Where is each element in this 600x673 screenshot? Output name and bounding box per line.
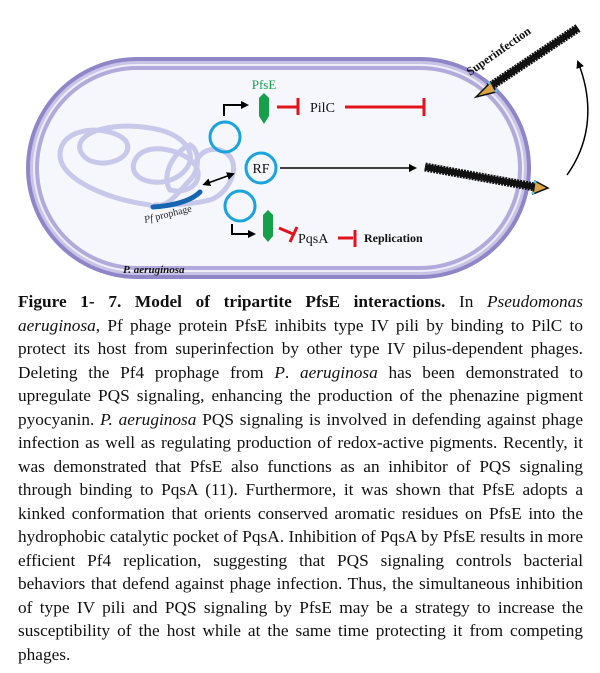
excision-integration-arrow: [202, 172, 235, 187]
pfse-protein-bottom: [263, 210, 273, 242]
replication-label: Replication: [364, 231, 423, 245]
promoter-arrow-top: [223, 101, 249, 116]
caption-text: Deleting the Pf4 prophage from: [18, 362, 275, 382]
caption-text: infection as well as regulating producti…: [18, 433, 583, 452]
caption-line: aeruginosa, Pf phage protein PfsE inhibi…: [18, 314, 583, 338]
pfse-label: PfsE: [252, 77, 277, 92]
caption-text: behaviors that defend against phage infe…: [18, 574, 583, 593]
caption-text: hydrophobic catalytic pocket of PqsA. In…: [18, 527, 583, 546]
caption-line: infection as well as regulating producti…: [18, 431, 583, 455]
caption-text: phages.: [18, 644, 71, 664]
tripartite-pfse-diagram: P. aeruginosa Pf prophage RF PfsE PilC P…: [26, 24, 589, 279]
caption-text: efficient Pf4 replication, suggesting th…: [18, 550, 583, 570]
pfse-protein-top: [259, 93, 269, 124]
exiting-phage: [424, 162, 550, 196]
plasmid-top: [208, 120, 242, 154]
caption-line: susceptibility of the host while at the …: [18, 619, 583, 643]
phage-tip-icon: [532, 179, 550, 196]
caption-text: PQS signaling is involved in defending a…: [196, 409, 583, 429]
superinfection-cycle-arrow: [566, 60, 589, 176]
caption-text: susceptibility of the host while at the …: [18, 621, 583, 640]
figure-caption: Figure 1- 7. Model of tripartite PfsE in…: [18, 290, 583, 666]
caption-text: P. aeruginosa: [100, 409, 197, 429]
plasmid-bottom: [223, 189, 257, 223]
promoter-arrow-bottom: [231, 224, 256, 238]
caption-text: aeruginosa: [18, 315, 96, 335]
caption-line: through binding to PqsA (11). Furthermor…: [18, 478, 583, 502]
caption-text: has been demonstrated to: [377, 362, 584, 382]
caption-line: behaviors that defend against phage infe…: [18, 572, 583, 596]
caption-text: of type IV pili and PQS signaling by Pfs…: [18, 597, 583, 617]
pqsa-label: PqsA: [298, 232, 329, 247]
caption-text: In: [445, 292, 487, 311]
phage-tip-icon: [473, 80, 498, 99]
cytoplasm: [39, 70, 518, 266]
caption-text: P: [274, 362, 285, 382]
bacterial-cell: [26, 57, 531, 279]
caption-line: Figure 1- 7. Model of tripartite PfsE in…: [18, 290, 583, 314]
caption-line: upregulate PQS signaling, enhancing the …: [18, 384, 583, 408]
caption-line: of type IV pili and PQS signaling by Pfs…: [18, 596, 583, 620]
caption-line: pyocyanin. P. aeruginosa PQS signaling i…: [18, 408, 583, 432]
superinfecting-phage: [473, 24, 581, 99]
caption-text: upregulate PQS signaling, enhancing the …: [18, 386, 583, 405]
caption-text: Pseudomonas: [486, 292, 583, 311]
superinfection-label: Superinfection: [464, 24, 534, 79]
inhibition-bar: [288, 226, 299, 243]
inhibition-pfse-pqsa: [278, 226, 294, 236]
caption-text: kinked conformation that orients conserv…: [18, 503, 583, 523]
pilc-label: PilC: [310, 101, 335, 116]
caption-line: protect its host from superinfection by …: [18, 337, 583, 361]
rf-circle: [244, 151, 278, 185]
caption-line: Deleting the Pf4 prophage from P. aerugi…: [18, 361, 583, 385]
caption-text: .: [284, 362, 300, 382]
caption-line: phages.: [18, 643, 583, 667]
caption-text: , Pf phage protein PfsE inhibits type IV…: [95, 315, 583, 335]
caption-line: kinked conformation that orients conserv…: [18, 502, 583, 526]
caption-text: through binding to PqsA (11). Furthermor…: [18, 480, 583, 499]
caption-text: Figure 1- 7. Model of tripartite PfsE in…: [18, 292, 446, 311]
caption-text: was demonstrated that PfsE also function…: [18, 456, 583, 476]
rf-label: RF: [252, 162, 269, 177]
caption-text: pyocyanin.: [18, 409, 101, 429]
cell-label: P. aeruginosa: [123, 264, 185, 276]
caption-text: protect its host from superinfection by …: [18, 339, 583, 358]
caption-line: was demonstrated that PfsE also function…: [18, 455, 583, 479]
pf-prophage-segment: [150, 189, 203, 210]
caption-text: aeruginosa: [299, 362, 378, 382]
caption-line: hydrophobic catalytic pocket of PqsA. In…: [18, 525, 583, 549]
caption-line: efficient Pf4 replication, suggesting th…: [18, 549, 583, 573]
